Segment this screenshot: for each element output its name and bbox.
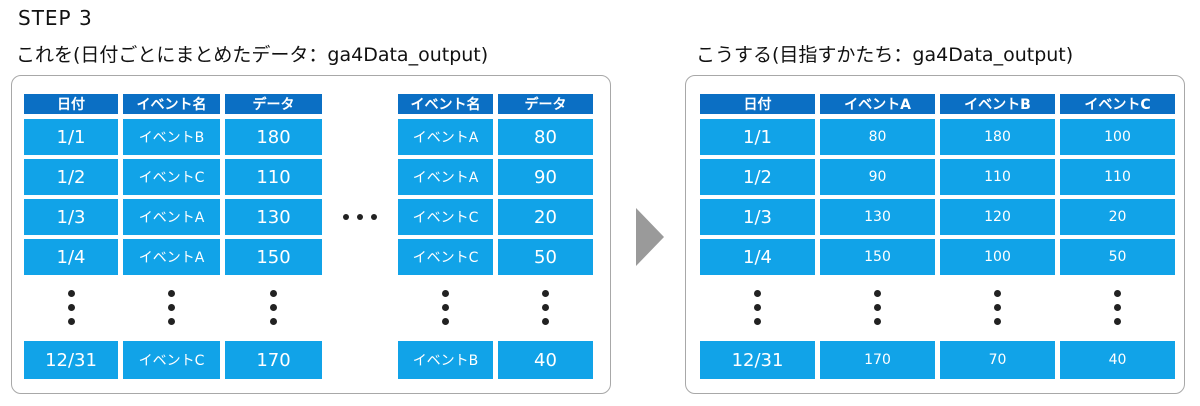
right-table-cell: 100 [1060, 119, 1175, 155]
left-table1-cell: 130 [225, 199, 322, 235]
left-table1-ellipsis-icon [270, 290, 278, 332]
left-table1-cell: イベントA [123, 239, 220, 275]
left-table2-ellipsis-icon [442, 290, 450, 332]
left-table1-header-cell: データ [225, 94, 322, 114]
right-table-cell: 90 [820, 159, 935, 195]
right-table-cell: 110 [940, 159, 1055, 195]
right-table-cell: 130 [820, 199, 935, 235]
right-table-last-row-cell: 70 [940, 341, 1055, 379]
left-table2-last-row-cell: 40 [498, 341, 593, 379]
right-table-ellipsis-icon [874, 290, 882, 332]
right-table-last-row-cell: 170 [820, 341, 935, 379]
right-table-cell: 1/2 [700, 159, 815, 195]
left-table1-ellipsis-icon [168, 290, 176, 332]
left-table2-ellipsis-icon [542, 290, 550, 332]
right-table-header-cell: イベントB [940, 94, 1055, 114]
right-table-cell: 1/1 [700, 119, 815, 155]
right-table-cell: 120 [940, 199, 1055, 235]
left-table2-cell: 90 [498, 159, 593, 195]
left-table1-last-row-cell: 12/31 [24, 341, 118, 379]
left-table2-cell: イベントA [398, 119, 493, 155]
right-table-cell: 150 [820, 239, 935, 275]
left-table1-cell: イベントB [123, 119, 220, 155]
left-table2-last-row-cell: イベントB [398, 341, 493, 379]
left-table1-last-row-cell: 170 [225, 341, 322, 379]
right-table-cell: 1/4 [700, 239, 815, 275]
left-table2-header-cell: データ [498, 94, 593, 114]
left-table1-header-cell: イベント名 [123, 94, 220, 114]
left-table2-cell: イベントA [398, 159, 493, 195]
left-table1-cell: 150 [225, 239, 322, 275]
right-table-cell: 110 [1060, 159, 1175, 195]
right-table-cell: 20 [1060, 199, 1175, 235]
right-table-cell: 50 [1060, 239, 1175, 275]
right-table-header-cell: イベントA [820, 94, 935, 114]
right-table-cell: 100 [940, 239, 1055, 275]
left-caption: これを(日付ごとにまとめたデータ：ga4Data_output) [16, 44, 489, 66]
left-table1-cell: 180 [225, 119, 322, 155]
left-table2-cell: 80 [498, 119, 593, 155]
right-table-cell: 180 [940, 119, 1055, 155]
step-label: STEP 3 [18, 6, 93, 30]
right-table-header-cell: 日付 [700, 94, 815, 114]
left-table2-cell: イベントC [398, 199, 493, 235]
right-table-cell: 80 [820, 119, 935, 155]
right-table-ellipsis-icon [994, 290, 1002, 332]
left-table1-cell: 110 [225, 159, 322, 195]
left-table1-cell: イベントC [123, 159, 220, 195]
left-table1-cell: イベントA [123, 199, 220, 235]
left-table1-cell: 1/2 [24, 159, 118, 195]
right-table-last-row-cell: 40 [1060, 341, 1175, 379]
left-table1-cell: 1/4 [24, 239, 118, 275]
left-table1-ellipsis-icon [67, 290, 76, 332]
left-table1-header-cell: 日付 [24, 94, 118, 114]
left-table2-cell: イベントC [398, 239, 493, 275]
right-caption: こうする(目指すかたち：ga4Data_output) [696, 44, 1074, 66]
right-table-header-cell: イベントC [1060, 94, 1175, 114]
right-table-last-row-cell: 12/31 [700, 341, 815, 379]
right-arrow-icon [636, 208, 664, 266]
left-table1-cell: 1/1 [24, 119, 118, 155]
left-table2-cell: 20 [498, 199, 593, 235]
horizontal-ellipsis-icon [343, 214, 377, 220]
left-table1-cell: 1/3 [24, 199, 118, 235]
left-table2-header-cell: イベント名 [398, 94, 493, 114]
right-table-cell: 1/3 [700, 199, 815, 235]
left-table1-last-row-cell: イベントC [123, 341, 220, 379]
right-table-ellipsis-icon [754, 290, 762, 332]
left-table2-cell: 50 [498, 239, 593, 275]
right-table-ellipsis-icon [1114, 290, 1122, 332]
